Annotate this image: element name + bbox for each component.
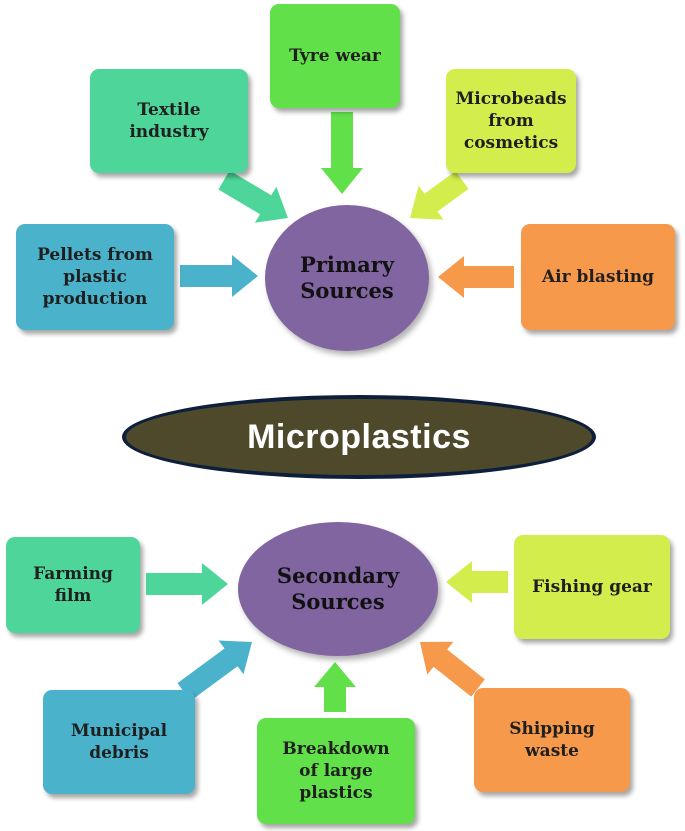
- arrow-microbeads: [410, 171, 469, 220]
- secondary-sources-hub: Secondary Sources: [238, 522, 438, 656]
- source-shipping-waste: Shipping waste: [474, 688, 630, 792]
- source-label: Breakdown of large plastics: [282, 739, 390, 803]
- source-breakdown-large-plastics: Breakdown of large plastics: [257, 718, 415, 824]
- source-air-blasting: Air blasting: [521, 224, 675, 330]
- arrow-air-blasting: [438, 256, 514, 298]
- arrow-farming-film: [146, 563, 228, 605]
- source-label: Tyre wear: [289, 46, 381, 66]
- arrow-municipal: [177, 640, 252, 701]
- source-label: Microbeads from cosmetics: [455, 89, 567, 153]
- arrow-pellets: [180, 255, 258, 297]
- primary-sources-hub: Primary Sources: [265, 205, 429, 351]
- arrow-fishing-gear: [446, 561, 508, 603]
- source-label: Municipal debris: [70, 721, 168, 763]
- source-pellets: Pellets from plastic production: [16, 224, 174, 330]
- source-label: Air blasting: [541, 267, 654, 287]
- arrow-breakdown: [314, 662, 356, 712]
- source-label: Pellets from plastic production: [37, 245, 153, 309]
- source-tyre-wear: Tyre wear: [270, 4, 400, 108]
- arrow-shipping: [420, 641, 485, 697]
- source-label: Textile industry: [129, 100, 209, 142]
- source-label: Shipping waste: [509, 719, 595, 761]
- source-farming-film: Farming film: [6, 537, 140, 633]
- source-microbeads: Microbeads from cosmetics: [446, 69, 576, 173]
- source-textile-industry: Textile industry: [90, 69, 248, 173]
- source-municipal-debris: Municipal debris: [43, 690, 195, 794]
- arrow-textile: [218, 170, 288, 223]
- source-label: Fishing gear: [532, 577, 652, 597]
- microplastics-label: Microplastics: [122, 395, 596, 479]
- source-fishing-gear: Fishing gear: [514, 535, 670, 639]
- arrow-tyre-wear: [321, 112, 363, 194]
- source-label: Farming film: [33, 564, 113, 606]
